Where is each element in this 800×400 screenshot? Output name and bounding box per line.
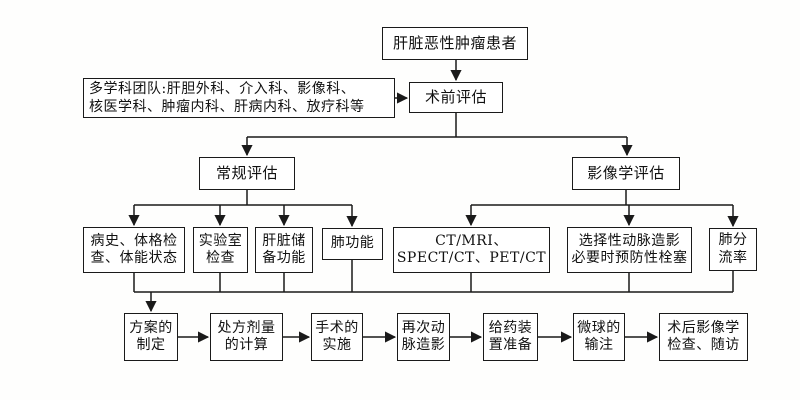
node-lab-line2: 检查 (206, 250, 235, 266)
node-dose-line1: 处方剂量 (217, 319, 276, 336)
node-dose-calculation: 处方剂量 的计算 (210, 313, 283, 361)
node-lungfn-label: 肺功能 (330, 235, 375, 252)
node-angio-line2: 必要时预防性栓塞 (571, 250, 688, 266)
node-patient: 肝脏恶性肿瘤患者 (382, 27, 528, 60)
node-angio-line1: 选择性动脉造影 (578, 232, 681, 249)
node-plan-formulation: 方案的 制定 (124, 313, 178, 361)
node-ct-mri-spect-pet: CT/MRI、 SPECT/CT、PET/CT (393, 227, 550, 273)
node-lung-shunt-rate: 肺分 流率 (709, 228, 757, 271)
node-imaging-label: 影像学评估 (587, 164, 665, 183)
node-repeat-angiography: 再次动 脉造影 (397, 313, 450, 361)
node-lung-function: 肺功能 (322, 228, 383, 260)
node-routine-label: 常规评估 (215, 164, 278, 183)
node-preop-label: 术前评估 (424, 88, 487, 107)
connector-routine-bus (134, 190, 352, 206)
node-ctmri-line2: SPECT/CT、PET/CT (396, 250, 547, 266)
connector-collector-bus (133, 260, 734, 293)
node-microsphere-line2: 输注 (584, 337, 614, 353)
node-patient-label: 肝脏恶性肿瘤患者 (392, 34, 517, 53)
node-microsphere-infusion: 微球的 输注 (573, 313, 625, 361)
node-delivery-device-prep: 给药装 置准备 (483, 313, 538, 361)
node-shunt-line1: 肺分 (718, 232, 748, 249)
node-microsphere-line1: 微球的 (577, 319, 621, 336)
node-preop-assessment: 术前评估 (409, 82, 503, 113)
node-reangio-line2: 脉造影 (401, 337, 446, 353)
node-history-line1: 病史、体格检 (90, 232, 178, 249)
node-history-line2: 查、体能状态 (90, 250, 178, 266)
node-procedure-implementation: 手术的 实施 (311, 313, 363, 361)
node-mdt-line1: 多学科团队:肝胆外科、介入科、影像科、 (89, 80, 356, 97)
node-postop-imaging-followup: 术后影像学 检查、随访 (659, 313, 748, 361)
node-history-physical: 病史、体格检 查、体能状态 (83, 227, 185, 273)
node-ctmri-line1: CT/MRI、 (435, 232, 508, 249)
node-plan-line1: 方案的 (129, 319, 173, 336)
node-routine-assessment: 常规评估 (199, 157, 295, 190)
node-mdt-line2: 核医学科、肿瘤内科、肝病内科、放疗科等 (89, 99, 365, 115)
node-device-line1: 给药装 (488, 319, 533, 336)
node-shunt-line2: 流率 (718, 249, 748, 266)
node-mdt-team: 多学科团队:肝胆外科、介入科、影像科、 核医学科、肿瘤内科、肝病内科、放疗科等 (83, 78, 395, 118)
connector-imaging-bus (471, 190, 733, 206)
node-imaging-assessment: 影像学评估 (572, 157, 680, 190)
node-followup-line1: 术后影像学 (667, 319, 740, 336)
node-liver-reserve: 肝脏储 备功能 (255, 227, 313, 273)
node-reangio-line1: 再次动 (401, 319, 446, 336)
node-lab-tests: 实验室 检查 (193, 227, 248, 273)
node-reserve-line1: 肝脏储 (262, 232, 306, 249)
node-plan-line2: 制定 (136, 337, 166, 353)
node-reserve-line2: 备功能 (262, 250, 306, 266)
node-surgery-line2: 实施 (322, 337, 352, 353)
node-device-line2: 置准备 (488, 337, 533, 353)
node-surgery-line1: 手术的 (315, 319, 359, 336)
connector-preop-split (247, 113, 627, 138)
node-dose-line2: 的计算 (224, 337, 269, 353)
node-lab-line1: 实验室 (198, 232, 243, 249)
node-followup-line2: 检查、随访 (667, 337, 740, 353)
node-selective-angiography: 选择性动脉造影 必要时预防性栓塞 (567, 227, 692, 273)
